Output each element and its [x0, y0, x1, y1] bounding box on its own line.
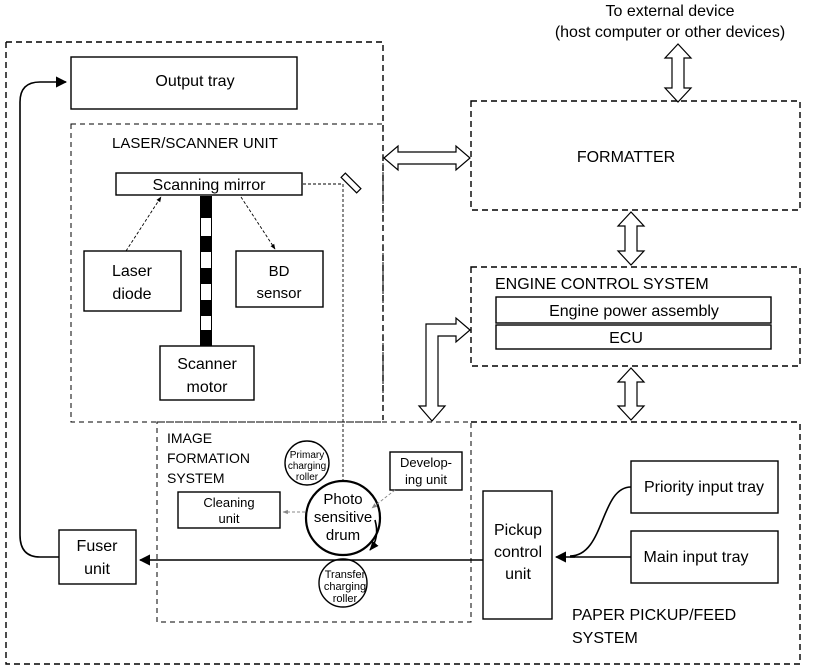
- primary-charging-roller-circle: [284, 440, 330, 486]
- image-formation-title-line2: FORMATION: [167, 450, 250, 466]
- engine-power-assembly-box: [495, 296, 772, 324]
- main-input-tray-label: Main input tray: [644, 549, 749, 566]
- primary-roller-line1: Primary: [290, 450, 324, 461]
- scanning-mirror-box: [115, 172, 303, 196]
- pickup-control-line1: Pickup: [494, 522, 542, 539]
- image-formation-system-title: IMAGE FORMATION SYSTEM: [167, 430, 250, 486]
- ecu-box: [495, 324, 772, 350]
- bd-sensor-line2: sensor: [256, 285, 301, 302]
- drum-line3: drum: [326, 527, 360, 544]
- developing-unit-line2: ing unit: [405, 472, 447, 487]
- laser-scanner-unit-title: LASER/SCANNER UNIT: [112, 135, 278, 152]
- main-input-tray-box: [630, 530, 779, 584]
- transfer-roller-line2: charging: [324, 581, 366, 593]
- scanner-motor-line1: Scanner: [177, 356, 237, 373]
- ecu-label: ECU: [609, 330, 643, 347]
- scanner-shaft: [200, 196, 212, 346]
- fuser-unit-line2: unit: [84, 561, 110, 578]
- cleaning-unit-box: [177, 491, 281, 529]
- trays-to-pickup-path: [569, 486, 632, 558]
- laser-diode-line1: Laser: [112, 263, 153, 280]
- engine-image-formation-arrow: [417, 316, 471, 422]
- drum-line1: Photo: [323, 491, 362, 508]
- priority-input-tray-box: [630, 460, 779, 514]
- photosensitive-drum-circle: [304, 479, 382, 557]
- fuser-unit-line1: Fuser: [77, 538, 119, 555]
- external-formatter-arrow: [663, 43, 693, 103]
- fold-mirror: [340, 172, 362, 194]
- fuser-to-output-path: [19, 76, 68, 558]
- printer-engine-boundary: [5, 41, 801, 665]
- engine-paper-arrow: [616, 367, 646, 421]
- output-tray-box: [70, 56, 298, 110]
- external-device-line1: To external device: [606, 3, 735, 20]
- transfer-charging-roller-circle: [318, 558, 368, 608]
- pickup-control-line3: unit: [505, 566, 531, 583]
- paper-pickup-title-line1: PAPER PICKUP/FEED: [572, 607, 736, 624]
- bd-sensor-box: [235, 250, 324, 308]
- laser-scanner-unit-boundary: [70, 123, 384, 423]
- engine-control-system-title: ENGINE CONTROL SYSTEM: [495, 276, 709, 293]
- cleaning-unit-line1: Cleaning: [203, 495, 254, 510]
- cleaning-unit-line2: unit: [219, 511, 240, 526]
- output-tray-label: Output tray: [155, 73, 234, 90]
- developing-unit-line1: Develop-: [400, 455, 452, 470]
- formatter-boundary: [470, 100, 801, 211]
- primary-roller-line3: roller: [296, 472, 319, 483]
- laser-beam-to-mirror: [125, 196, 162, 252]
- scanner-motor-line2: motor: [187, 379, 229, 396]
- engine-power-assembly-label: Engine power assembly: [549, 303, 719, 320]
- laser-formatter-arrow: [383, 144, 471, 172]
- drum-line2: sensitive: [314, 509, 372, 526]
- laser-diode-line2: diode: [112, 286, 151, 303]
- paper-pickup-title-line2: SYSTEM: [572, 630, 638, 647]
- image-formation-title-line1: IMAGE: [167, 430, 212, 446]
- fuser-unit-box: [58, 529, 137, 585]
- developing-unit-box: [389, 451, 463, 491]
- formatter-label: FORMATTER: [577, 149, 675, 166]
- image-formation-title-line3: SYSTEM: [167, 470, 225, 486]
- pickup-control-unit-box: [482, 490, 553, 620]
- paper-pickup-feed-system-title: PAPER PICKUP/FEED SYSTEM: [572, 607, 736, 647]
- pickup-control-line2: control: [494, 544, 542, 561]
- engine-control-system-boundary: [470, 266, 801, 367]
- priority-input-tray-label: Priority input tray: [644, 479, 764, 496]
- primary-roller-line2: charging: [288, 461, 326, 472]
- transfer-roller-line1: Transfer: [325, 569, 366, 581]
- mirror-to-bd-sensor-beam: [240, 196, 276, 250]
- laser-diode-box: [83, 250, 182, 312]
- external-device-line2: (host computer or other devices): [555, 24, 785, 41]
- formatter-engine-arrow: [616, 211, 646, 266]
- scanner-motor-box: [159, 345, 255, 401]
- bd-sensor-line1: BD: [269, 263, 290, 280]
- drum-rotation-arrow: [369, 519, 379, 551]
- transfer-roller-line3: roller: [333, 593, 358, 605]
- image-formation-system-boundary: [156, 421, 472, 623]
- scanning-mirror-label: Scanning mirror: [153, 177, 267, 194]
